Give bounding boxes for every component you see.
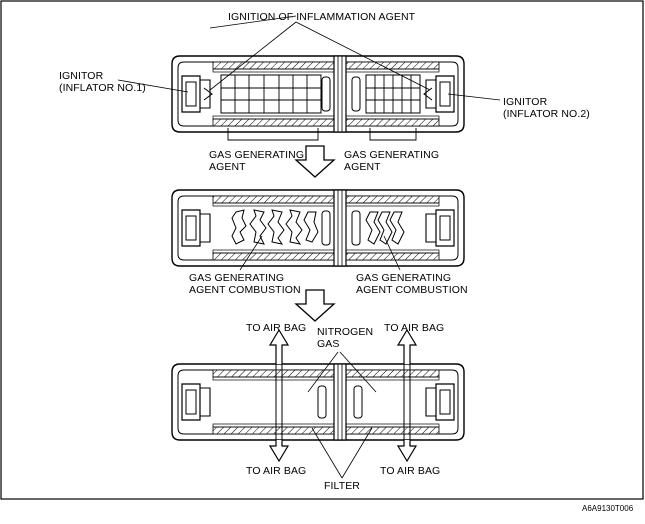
- label-gga-right-1: GAS GENERATING: [344, 149, 440, 161]
- up-arrow-left: [268, 328, 290, 364]
- label-filter: FILTER: [324, 480, 360, 492]
- label-inflator-1: (INFLATOR NO.1): [59, 82, 146, 94]
- label-to-air-bag-bottom-left: TO AIR BAG: [246, 465, 307, 477]
- label-gga-left-2: AGENT: [209, 161, 246, 173]
- down-arrow-2: [294, 289, 336, 322]
- label-comb-right-1: GAS GENERATING: [356, 272, 452, 284]
- label-comb-right-2: AGENT COMBUSTION: [356, 284, 468, 296]
- label-nitrogen-gas: GAS: [317, 338, 340, 350]
- label-to-air-bag-bottom-right: TO AIR BAG: [380, 465, 441, 477]
- up-arrow-right: [396, 328, 418, 364]
- label-to-air-bag-top-left: TO AIR BAG: [246, 322, 307, 334]
- label-to-air-bag-top-right: TO AIR BAG: [384, 322, 445, 334]
- label-inflator-2: (INFLATOR NO.2): [503, 108, 590, 120]
- inflator-stage-2: [171, 189, 465, 271]
- label-comb-left-2: AGENT COMBUSTION: [189, 284, 301, 296]
- down-arrow-right: [396, 440, 418, 463]
- down-arrow-1: [294, 145, 336, 178]
- label-gga-right-2: AGENT: [344, 161, 381, 173]
- label-comb-left-1: GAS GENERATING: [189, 272, 285, 284]
- diagram-border: [0, 0, 644, 500]
- label-gga-left-1: GAS GENERATING: [209, 149, 305, 161]
- label-ignition: IGNITION OF INFLAMMATION AGENT: [228, 11, 416, 23]
- label-ignitor-1: IGNITOR: [59, 70, 104, 82]
- reference-code: A6A9130T006: [582, 504, 634, 513]
- inflator-stage-3: [171, 328, 465, 479]
- label-nitrogen: NITROGEN: [317, 326, 374, 338]
- label-ignitor-2: IGNITOR: [503, 96, 548, 108]
- down-arrow-left: [268, 440, 290, 463]
- inflator-stage-1: [117, 15, 501, 141]
